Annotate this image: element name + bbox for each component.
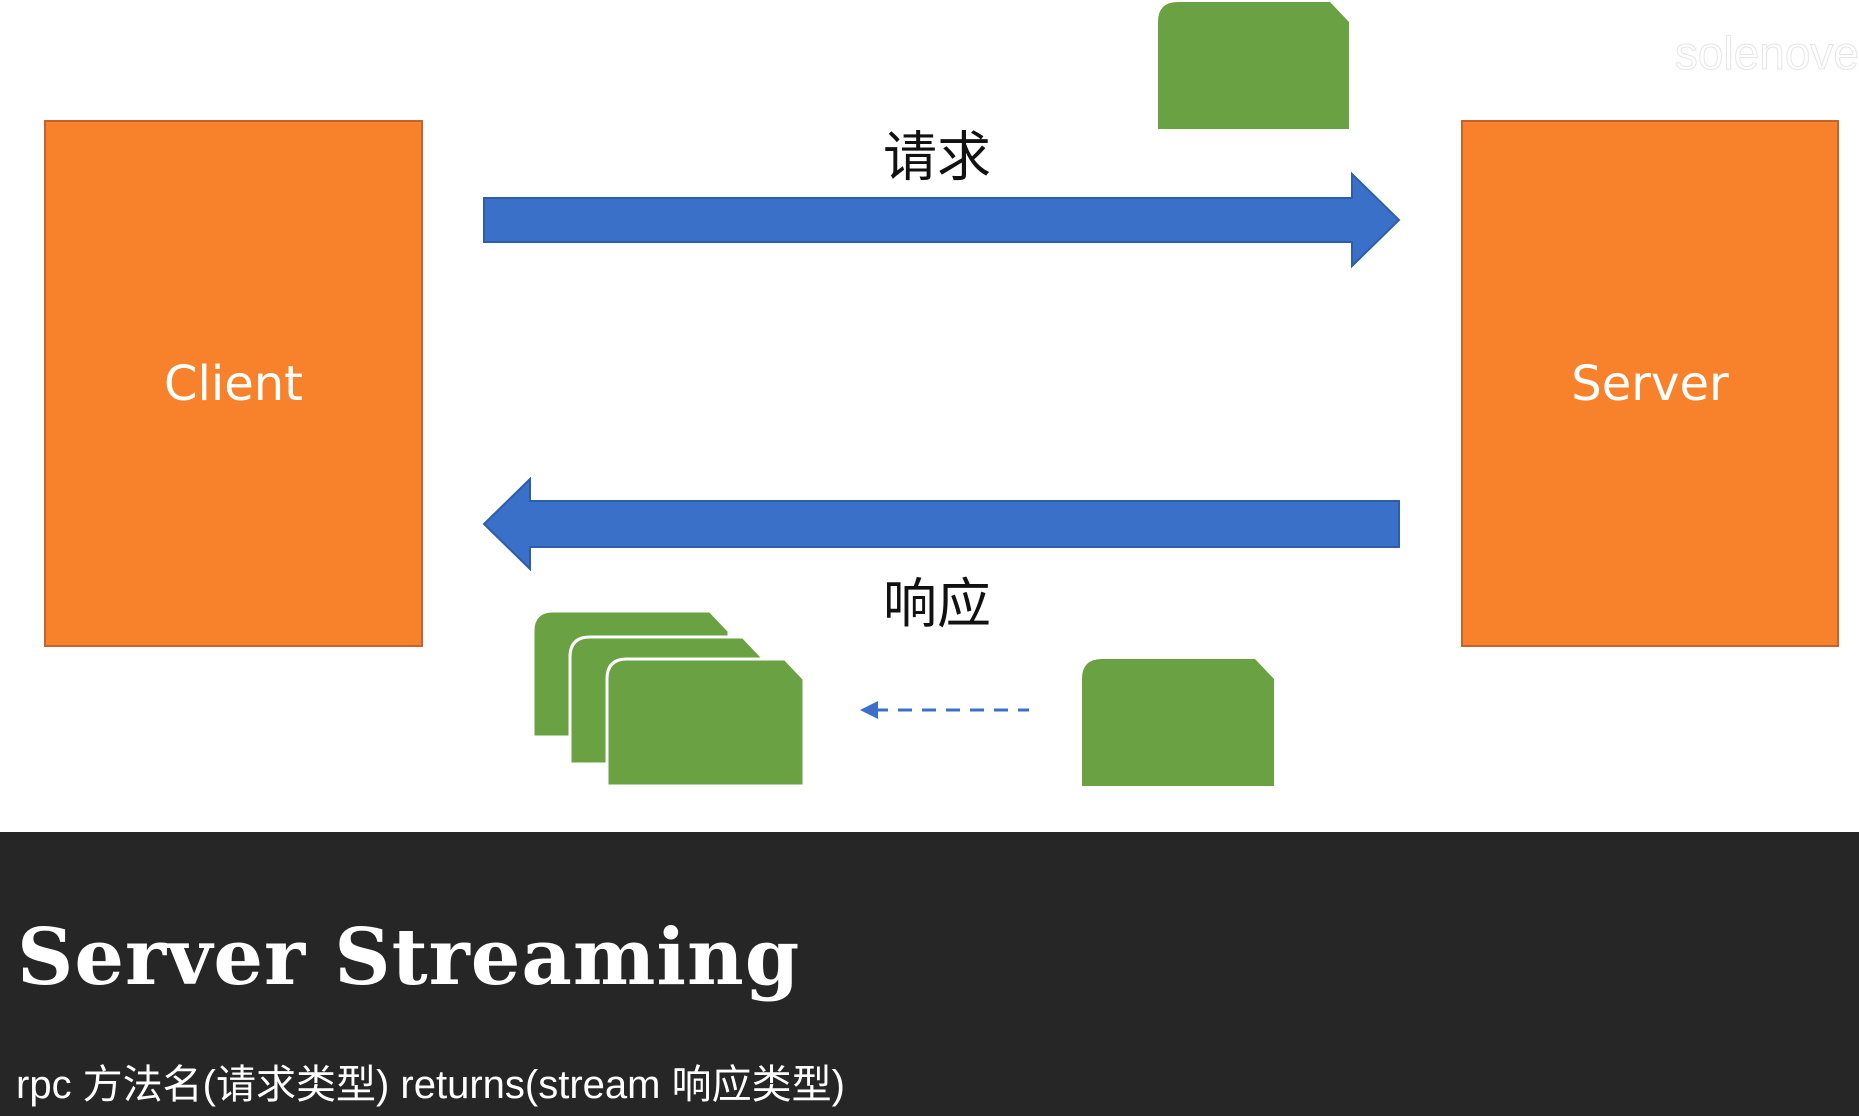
- outgoing-message-shape: [1082, 659, 1274, 786]
- response-label: 响应: [883, 572, 991, 636]
- diagram-graphics: [482, 2, 1401, 788]
- watermark: solenove: [1674, 27, 1859, 80]
- caption-title: Server Streaming: [17, 912, 801, 1003]
- caption-syntax: rpc 方法名(请求类型) returns(stream 响应类型): [16, 1063, 845, 1107]
- caption-band: [0, 832, 1859, 1116]
- client-box: Client: [44, 120, 423, 647]
- response-arrow: [482, 476, 1400, 572]
- dashed-stream-arrow: [860, 701, 1029, 719]
- request-message-shape: [1158, 2, 1349, 129]
- client-label: Client: [164, 355, 303, 412]
- request-label: 请求: [883, 125, 991, 189]
- server-label: Server: [1571, 355, 1729, 412]
- received-message-stack: [531, 609, 806, 788]
- server-box: Server: [1461, 120, 1839, 647]
- message-shape: [605, 657, 806, 788]
- request-arrow: [483, 171, 1401, 269]
